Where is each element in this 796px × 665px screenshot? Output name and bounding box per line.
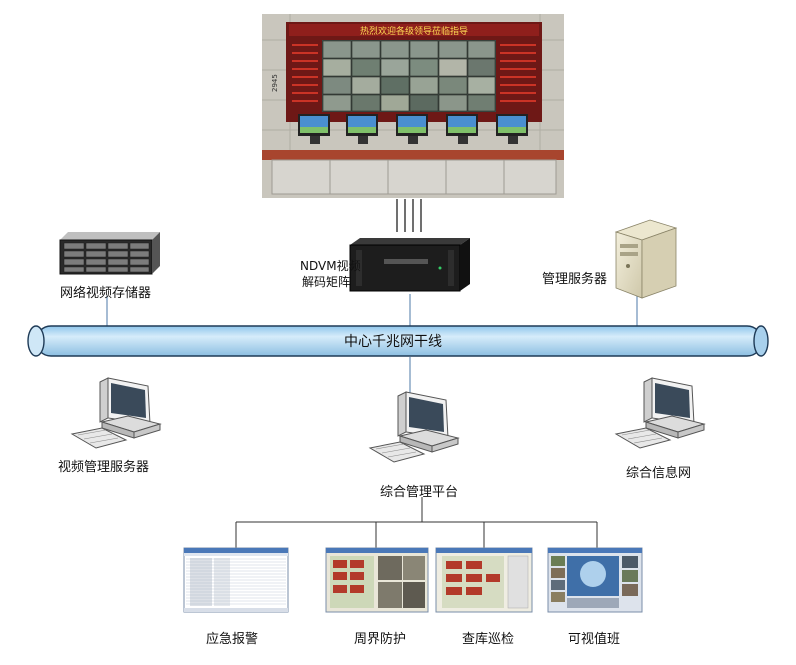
app-label-duty: 可视值班 xyxy=(568,628,620,647)
platform-computer-icon xyxy=(370,392,458,462)
warehouse-patrol-screenshot xyxy=(436,548,532,612)
video-server-computer-icon xyxy=(72,378,160,448)
application-tree-lines xyxy=(236,497,597,548)
server-tower-icon xyxy=(616,220,676,298)
info-network-label: 综合信息网 xyxy=(626,462,691,481)
management-server-label: 管理服务器 xyxy=(542,268,607,287)
emergency-alarm-screenshot xyxy=(184,548,288,612)
wall-side-label: 2945 xyxy=(271,74,279,92)
decoder-label: NDVM视频 解码矩阵 xyxy=(300,258,361,290)
storage-label: 网络视频存储器 xyxy=(60,282,151,301)
decoder-label-line1: NDVM视频 xyxy=(300,258,361,274)
info-network-computer-icon xyxy=(616,378,704,448)
platform-label: 综合管理平台 xyxy=(380,481,458,500)
wall-banner: 热烈欢迎各级领导莅临指导 xyxy=(360,25,468,37)
app-label-patrol: 查库巡检 xyxy=(462,628,514,647)
app-label-emergency: 应急报警 xyxy=(206,628,258,647)
perimeter-protection-screenshot xyxy=(326,548,428,612)
video-duty-screenshot xyxy=(548,548,642,612)
control-room-photo: 热烈欢迎各级领导莅临指导 2945 xyxy=(262,14,564,198)
backbone-label: 中心千兆网干线 xyxy=(344,331,442,351)
decoder-cables xyxy=(397,199,421,232)
app-label-perimeter: 周界防护 xyxy=(354,628,406,647)
decoder-label-line2: 解码矩阵 xyxy=(300,274,361,290)
decoder-matrix-icon xyxy=(350,238,470,291)
video-server-label: 视频管理服务器 xyxy=(58,456,149,475)
storage-device-icon xyxy=(60,232,160,274)
